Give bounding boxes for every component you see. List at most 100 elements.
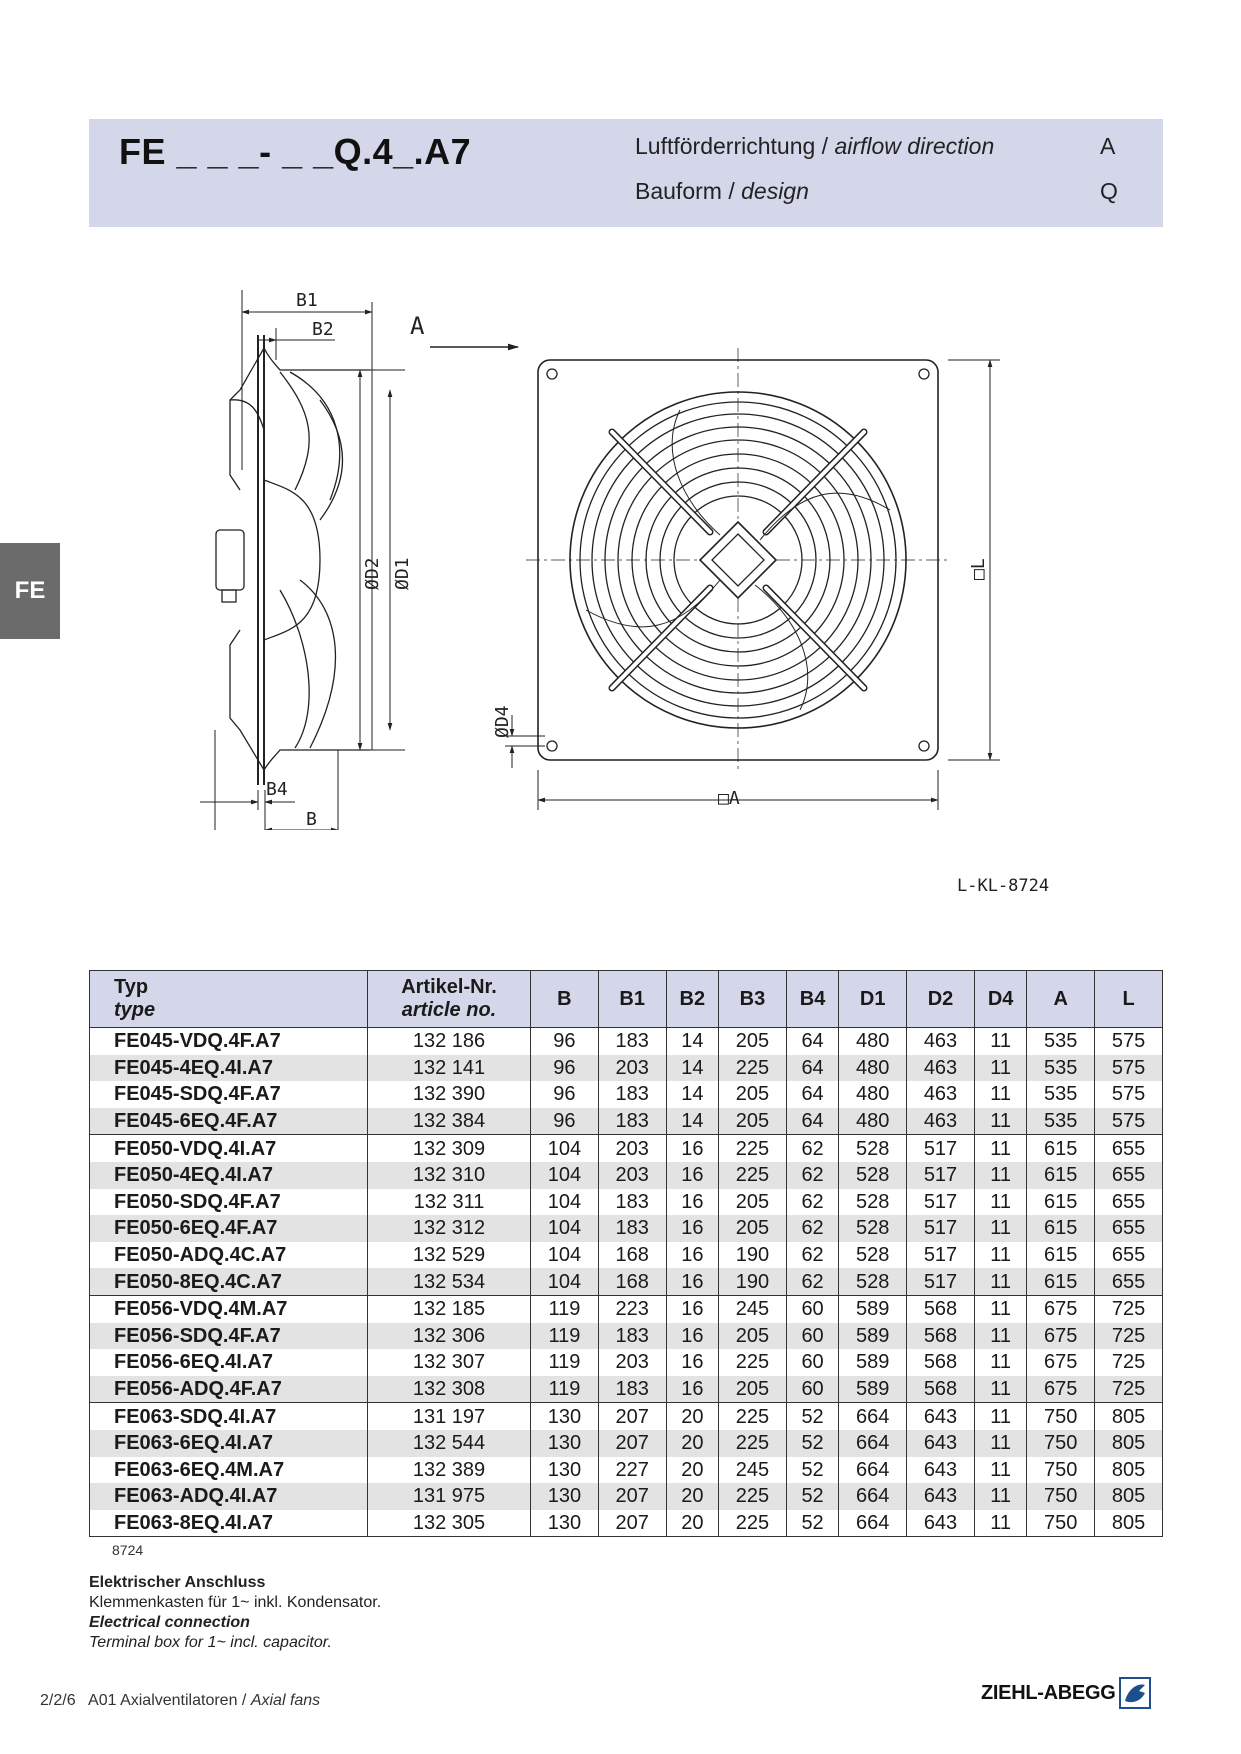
dimension-cell: 589 xyxy=(838,1294,908,1323)
dimension-cell: 568 xyxy=(906,1349,975,1376)
notes-text-de: Klemmenkasten für 1~ inkl. Kondensator. xyxy=(89,1594,382,1611)
dimension-cell: 568 xyxy=(906,1294,975,1323)
dimension-cell: 207 xyxy=(597,1509,667,1538)
dimension-cell: 535 xyxy=(1026,1054,1096,1082)
dimension-cell: 130 xyxy=(530,1429,599,1457)
dimension-cell: 11 xyxy=(973,1027,1028,1055)
dimension-cell: 14 xyxy=(665,1027,720,1055)
design-value: Q xyxy=(1100,178,1118,204)
dimension-cell: 805 xyxy=(1094,1509,1163,1538)
type-cell: FE050-6EQ.4F.A7 xyxy=(89,1215,368,1242)
dimension-cell: 96 xyxy=(530,1054,599,1082)
dimension-cell: 203 xyxy=(597,1054,667,1082)
dimension-cell: 805 xyxy=(1094,1402,1163,1430)
dimension-cell: 725 xyxy=(1094,1349,1163,1376)
dimension-cell: 664 xyxy=(838,1429,908,1457)
dimension-cell: 62 xyxy=(785,1268,840,1296)
header-b: B xyxy=(530,970,599,1028)
dimension-cell: 528 xyxy=(838,1268,908,1296)
brand-name: ZIEHL-ABEGG xyxy=(981,1681,1116,1704)
dimension-cell: 104 xyxy=(530,1215,599,1242)
dimension-cell: 62 xyxy=(785,1134,840,1162)
dimension-cell: 207 xyxy=(597,1483,667,1510)
type-cell: FE045-4EQ.4I.A7 xyxy=(89,1054,368,1082)
dimension-cell: 62 xyxy=(785,1188,840,1216)
dimension-cell: 52 xyxy=(785,1402,840,1430)
airflow-arrow-label: A xyxy=(410,312,425,340)
dimension-cell: 664 xyxy=(838,1456,908,1484)
dimension-cell: 183 xyxy=(597,1322,667,1350)
dimension-cell: 643 xyxy=(906,1456,975,1484)
article-cell: 132 185 xyxy=(367,1294,531,1323)
brand-emblem-icon xyxy=(1119,1677,1152,1709)
article-cell: 132 310 xyxy=(367,1161,531,1189)
dimension-cell: 64 xyxy=(785,1081,840,1108)
dimension-cell: 655 xyxy=(1094,1215,1163,1242)
article-cell: 132 311 xyxy=(367,1188,531,1216)
dimension-cell: 203 xyxy=(597,1134,667,1162)
dimension-cell: 480 xyxy=(838,1054,908,1082)
dimension-cell: 225 xyxy=(718,1402,787,1430)
dimension-cell: 480 xyxy=(838,1107,908,1135)
dimension-cell: 675 xyxy=(1026,1294,1096,1323)
dimension-cell: 750 xyxy=(1026,1429,1096,1457)
dimension-cell: 20 xyxy=(665,1483,720,1510)
dimension-cell: 245 xyxy=(718,1456,787,1484)
dimension-cell: 655 xyxy=(1094,1188,1163,1216)
dimension-cell: 463 xyxy=(906,1054,975,1082)
dim-d2-label: ØD2 xyxy=(362,557,383,590)
article-cell: 131 975 xyxy=(367,1483,531,1510)
dimension-cell: 223 xyxy=(597,1294,667,1323)
dimension-cell: 16 xyxy=(665,1294,720,1323)
dimension-cell: 104 xyxy=(530,1134,599,1162)
dimension-cell: 655 xyxy=(1094,1268,1163,1296)
dimension-cell: 183 xyxy=(597,1081,667,1108)
dimension-cell: 225 xyxy=(718,1483,787,1510)
article-cell: 132 309 xyxy=(367,1134,531,1162)
notes-text-en: Terminal box for 1~ incl. capacitor. xyxy=(89,1634,332,1651)
dimension-cell: 119 xyxy=(530,1322,599,1350)
type-cell: FE050-ADQ.4C.A7 xyxy=(89,1241,368,1269)
dimension-cell: 675 xyxy=(1026,1349,1096,1376)
dimension-cell: 207 xyxy=(597,1402,667,1430)
dimension-cell: 575 xyxy=(1094,1081,1163,1108)
dimension-cell: 725 xyxy=(1094,1322,1163,1350)
article-cell: 132 529 xyxy=(367,1241,531,1269)
article-cell: 132 141 xyxy=(367,1054,531,1082)
dimension-cell: 535 xyxy=(1026,1081,1096,1108)
brand-logo: ZIEHL-ABEGG xyxy=(981,1677,1152,1709)
section-tab: FE xyxy=(0,543,60,639)
dimension-cell: 205 xyxy=(718,1081,787,1108)
dimension-cell: 60 xyxy=(785,1375,840,1403)
header-banner: FE _ _ _- _ _Q.4_.A7 Luftförderrichtung … xyxy=(89,119,1163,227)
notes-heading-de: Elektrischer Anschluss xyxy=(89,1574,266,1591)
dimension-cell: 190 xyxy=(718,1241,787,1269)
dimension-cell: 96 xyxy=(530,1081,599,1108)
dimension-cell: 575 xyxy=(1094,1054,1163,1082)
dimension-cell: 528 xyxy=(838,1134,908,1162)
dimension-cell: 805 xyxy=(1094,1483,1163,1510)
dimension-cell: 225 xyxy=(718,1509,787,1538)
dimension-cell: 60 xyxy=(785,1294,840,1323)
dimension-cell: 16 xyxy=(665,1241,720,1269)
dim-l-label: □L xyxy=(968,558,989,580)
dimension-cell: 20 xyxy=(665,1509,720,1538)
dimension-cell: 183 xyxy=(597,1215,667,1242)
type-cell: FE063-8EQ.4I.A7 xyxy=(89,1509,368,1538)
dimension-cell: 575 xyxy=(1094,1027,1163,1055)
dimension-cell: 205 xyxy=(718,1215,787,1242)
dimension-cell: 517 xyxy=(906,1241,975,1269)
dimension-cell: 60 xyxy=(785,1322,840,1350)
dimension-cell: 11 xyxy=(973,1429,1028,1457)
dimension-cell: 119 xyxy=(530,1349,599,1376)
type-cell: FE056-6EQ.4I.A7 xyxy=(89,1349,368,1376)
